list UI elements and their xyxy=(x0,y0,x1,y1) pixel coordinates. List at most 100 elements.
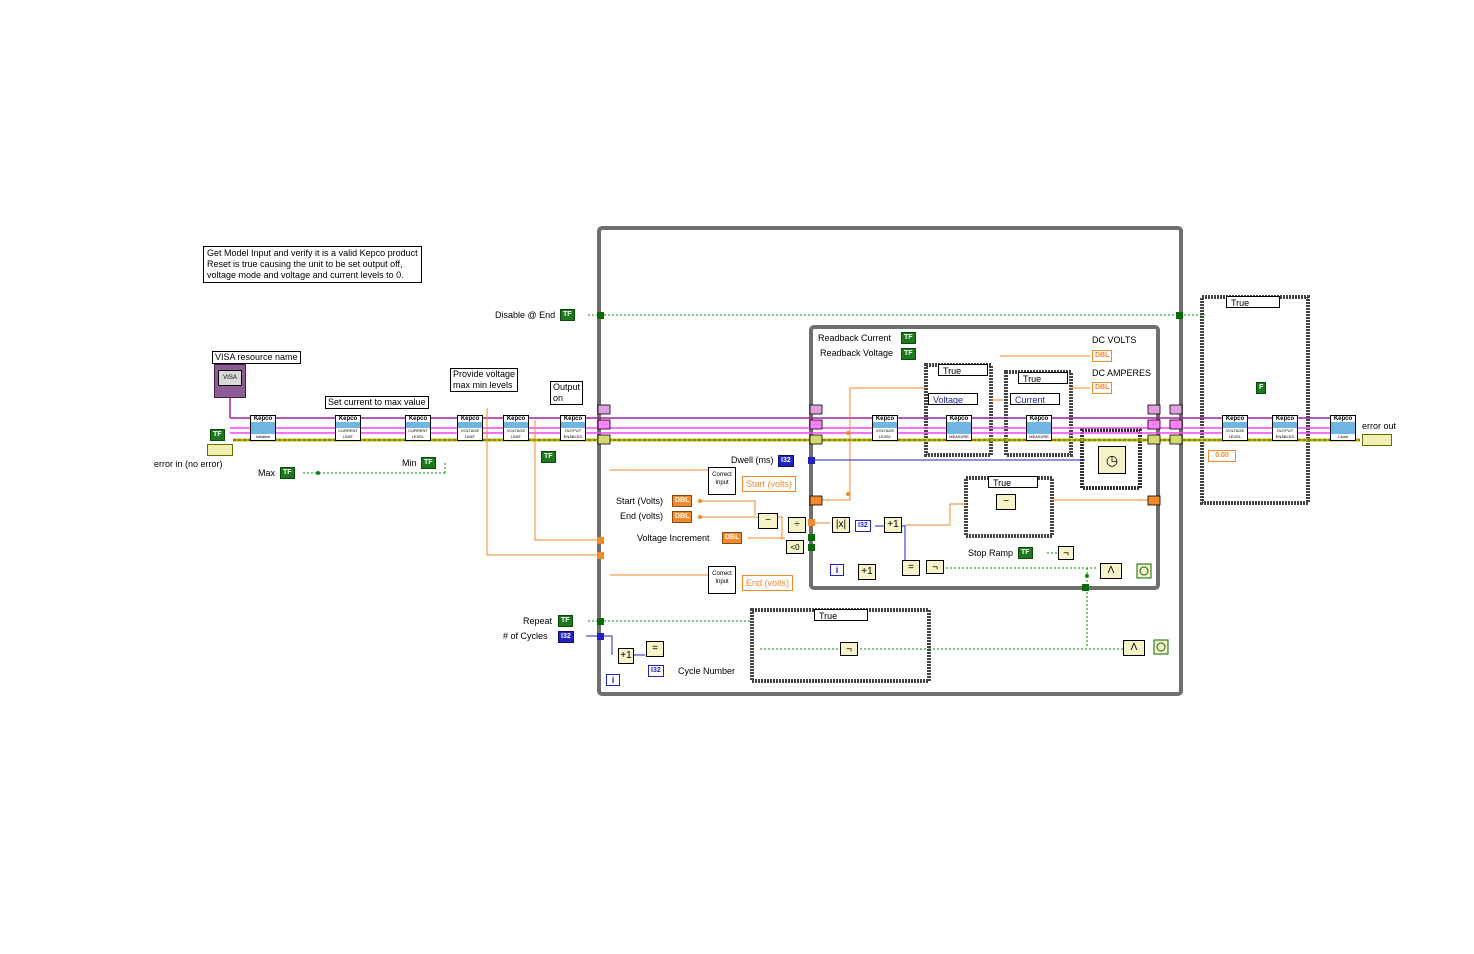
case-selector-stop-true[interactable]: True xyxy=(988,476,1038,488)
and-node-inner: Λ xyxy=(1100,563,1122,579)
vi-header: Kepco xyxy=(336,416,360,422)
correct-input-end-subvi[interactable]: Correct Input xyxy=(708,566,736,594)
visa-resource-control[interactable]: VISA xyxy=(214,364,246,398)
case-disable-end[interactable] xyxy=(1200,295,1310,505)
repeat-terminal[interactable]: TF xyxy=(558,615,573,627)
min-label: Min xyxy=(402,458,417,468)
max-terminal[interactable]: TF xyxy=(280,467,295,479)
vi-footer: VOLTAGE LEVEL xyxy=(873,428,897,440)
vi-footer: OUTPUT ENABLED xyxy=(561,428,585,440)
loop-conditions xyxy=(1136,563,1169,655)
cycle-number-indicator: I32 xyxy=(648,665,664,677)
start-volts-indicator: Start (volts) xyxy=(742,476,797,492)
main-while-loop[interactable] xyxy=(597,226,1183,696)
vi-footer: MEASURE xyxy=(947,434,971,440)
dbl-wires xyxy=(486,355,1153,576)
wire-junctions xyxy=(316,471,1089,578)
readback-current-terminal[interactable]: TF xyxy=(901,332,916,344)
vi-footer: VOLTAGE LIMIT xyxy=(504,428,528,440)
voltage-increment-terminal[interactable]: DBL xyxy=(722,532,743,544)
vi-footer: CURRENT LEVEL xyxy=(406,428,430,440)
i32-convert: I32 xyxy=(855,520,871,532)
cycles-label: # of Cycles xyxy=(503,631,548,641)
main-comment: Get Model Input and verify it is a valid… xyxy=(203,246,422,283)
error-in-terminal[interactable] xyxy=(207,444,233,456)
dbl-junctions xyxy=(698,431,850,519)
outer-increment-node: +1 xyxy=(618,648,634,664)
disable-end-terminal[interactable]: TF xyxy=(560,309,575,321)
vi-header: Kepco xyxy=(1027,416,1051,422)
subtract-node: − xyxy=(758,513,778,529)
voltage-increment-label: Voltage Increment xyxy=(637,533,710,543)
dwell-label: Dwell (ms) xyxy=(731,455,774,465)
cycle-number-label: Cycle Number xyxy=(678,666,736,676)
case-selector-disable-true[interactable]: True xyxy=(1226,296,1280,308)
vi-header: Kepco xyxy=(406,416,430,422)
dc-amperes-label: DC AMPERES xyxy=(1092,368,1152,378)
start-volts-terminal[interactable]: DBL xyxy=(672,495,693,507)
output-on-comment: Output on xyxy=(550,381,584,405)
wait-frame[interactable] xyxy=(1080,428,1142,490)
reset-const[interactable]: TF xyxy=(210,429,225,441)
stop-ramp-terminal[interactable]: TF xyxy=(1018,547,1033,559)
zero-const[interactable]: 0.00 xyxy=(1208,450,1236,462)
dc-volts-label: DC VOLTS xyxy=(1092,335,1137,345)
vi-header: Kepco xyxy=(251,416,275,422)
end-volts-terminal[interactable]: DBL xyxy=(672,511,693,523)
correct-input-start-subvi[interactable]: Correct Input xyxy=(708,467,736,495)
case-selector-current-true[interactable]: True xyxy=(1018,372,1068,384)
outer-iteration-terminal: i xyxy=(606,674,620,686)
dc-amperes-indicator: DBL xyxy=(1092,382,1113,394)
vi-header: Kepco xyxy=(561,416,585,422)
error-in-label: error in (no error) xyxy=(154,459,223,469)
case-selector-voltage-true[interactable]: True xyxy=(938,364,988,376)
loop-tunnels xyxy=(597,312,1183,640)
vi-header: Kepco xyxy=(1273,416,1297,422)
vi-header: Kepco xyxy=(947,416,971,422)
and-node-outer: Λ xyxy=(1123,640,1145,656)
error-out-label: error out xyxy=(1362,421,1397,431)
vi-footer: VOLTAGE LIMIT xyxy=(458,428,482,440)
readback-voltage-label: Readback Voltage xyxy=(820,348,894,358)
set-current-comment: Set current to max value xyxy=(325,396,429,409)
visa-resource-label: VISA resource name xyxy=(212,351,301,364)
start-volts-label: Start (Volts) xyxy=(616,496,664,506)
min-terminal[interactable]: TF xyxy=(421,457,436,469)
divide-node: ÷ xyxy=(788,517,806,533)
dwell-terminal[interactable]: I32 xyxy=(778,455,794,467)
increment-node: +1 xyxy=(884,517,902,533)
false-const[interactable]: F xyxy=(1256,382,1267,394)
vi-footer: Initialize xyxy=(251,434,275,440)
shift-registers xyxy=(597,404,1183,506)
vi-header: Kepco xyxy=(504,416,528,422)
stop-ramp-label: Stop Ramp xyxy=(968,548,1014,558)
output-on-const[interactable]: TF xyxy=(541,451,556,463)
cycles-terminal[interactable]: I32 xyxy=(558,631,574,643)
vi-header: Kepco xyxy=(1223,416,1247,422)
case-current-readback[interactable] xyxy=(1004,370,1073,457)
inner-iteration-terminal: i xyxy=(830,564,844,576)
measure-current-enum[interactable]: Current xyxy=(1010,393,1060,405)
dc-volts-indicator: DBL xyxy=(1092,350,1113,362)
not-node: ¬ xyxy=(926,560,944,574)
wait-ms-icon[interactable]: ◷ xyxy=(1098,446,1126,474)
measure-voltage-enum[interactable]: Voltage xyxy=(928,393,978,405)
vi-footer: VOLTAGE LEVEL xyxy=(1223,428,1247,440)
case-voltage-readback[interactable] xyxy=(924,363,993,457)
readback-voltage-terminal[interactable]: TF xyxy=(901,348,916,360)
case-selector-repeat-true[interactable]: True xyxy=(814,609,868,621)
iter-increment-node: +1 xyxy=(858,564,876,580)
